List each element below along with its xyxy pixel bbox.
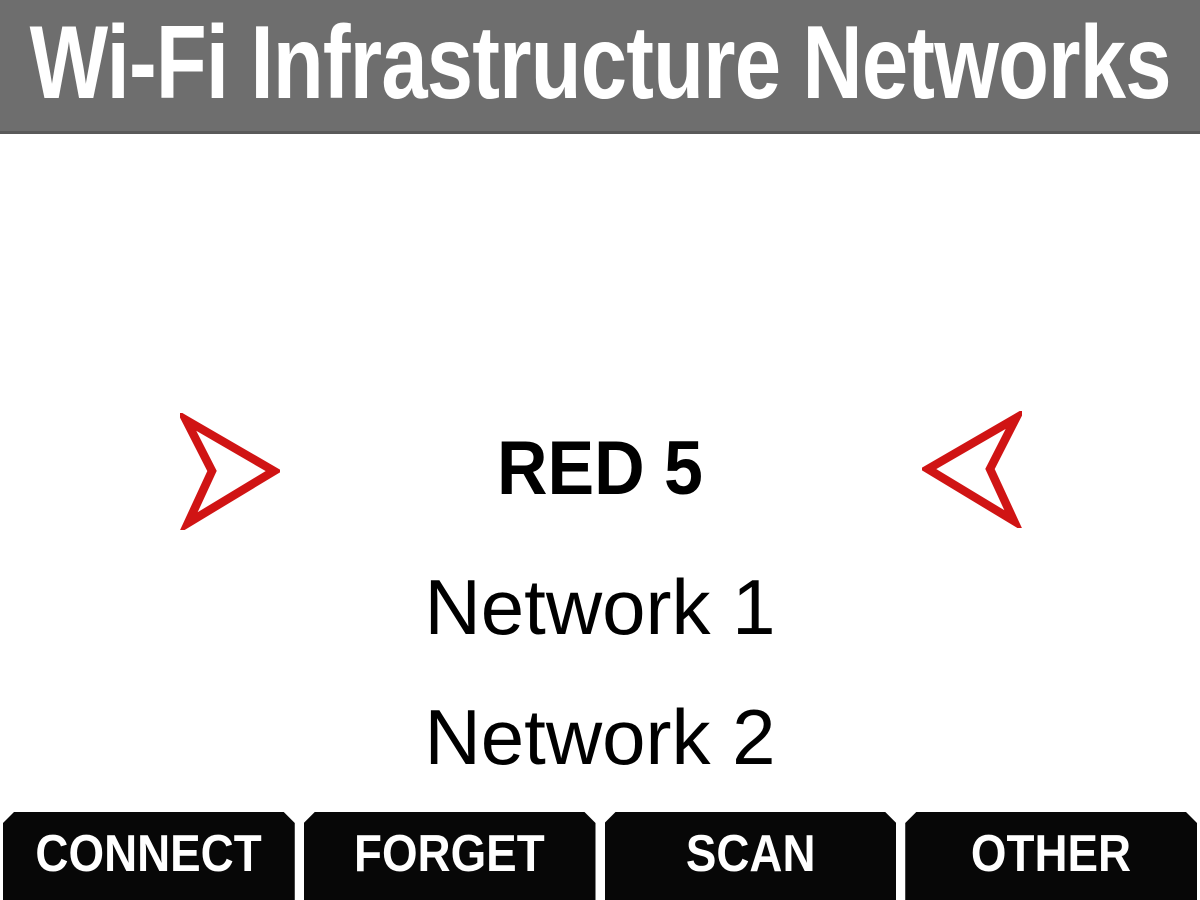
network-list: RED 5 Network 1 Network 2 [0, 134, 1200, 810]
network-item-label: Network 2 [424, 693, 776, 781]
network-item-selected[interactable]: RED 5 [0, 424, 1200, 514]
network-item-label: Network 1 [424, 563, 776, 651]
arrow-left-icon [922, 411, 1022, 528]
action-button-bar: CONNECT FORGET SCAN OTHER [0, 812, 1200, 900]
forget-button[interactable]: FORGET [304, 812, 596, 900]
arrow-right-icon [180, 413, 280, 530]
forget-button-label: FORGET [354, 825, 545, 883]
network-item-label: RED 5 [497, 426, 703, 511]
network-item[interactable]: Network 1 [0, 562, 1200, 652]
connect-button-label: CONNECT [35, 825, 262, 883]
scan-button-label: SCAN [685, 825, 816, 883]
other-button[interactable]: OTHER [905, 812, 1197, 900]
scan-button[interactable]: SCAN [605, 812, 897, 900]
other-button-label: OTHER [971, 825, 1132, 883]
connect-button[interactable]: CONNECT [3, 812, 295, 900]
header-bar: Wi-Fi Infrastructure Networks [0, 0, 1200, 134]
page-title: Wi-Fi Infrastructure Networks [29, 4, 1171, 121]
network-item[interactable]: Network 2 [0, 692, 1200, 782]
